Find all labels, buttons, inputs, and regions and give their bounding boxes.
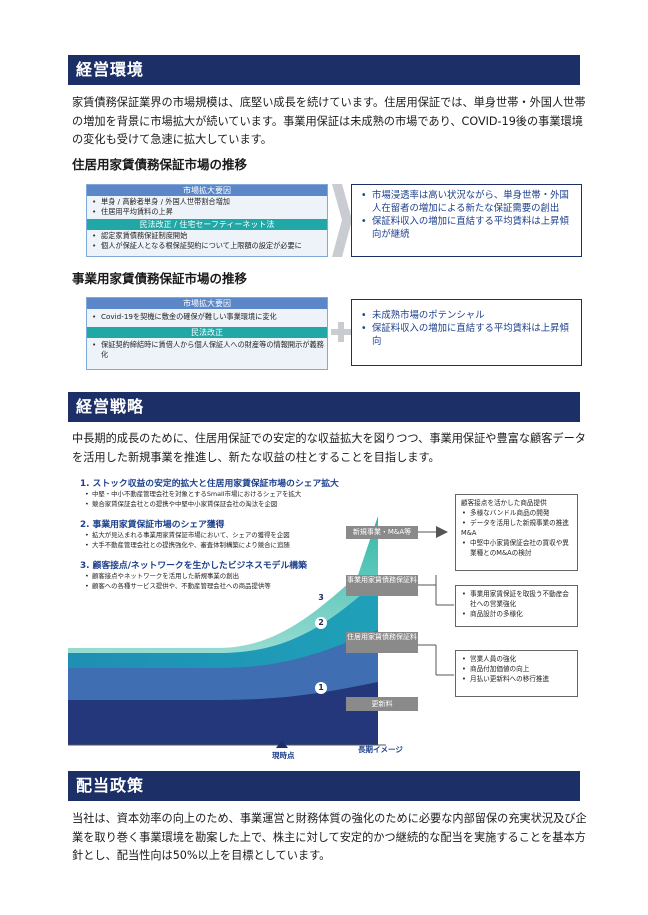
layer-label-new-business: 新規事業・M&A等 [346, 526, 418, 539]
chevron-right-icon [332, 184, 352, 257]
factor-item: 住居用平均賃料の上昇 [87, 207, 327, 217]
factor-item: 単身 / 高齢者単身 / 外国人世帯割合増加 [87, 197, 327, 207]
strategy-area-diagram [68, 516, 386, 748]
residential-heading: 住居用家賃債務保証市場の推移 [72, 157, 248, 172]
section-header-environment: 経営環境 [68, 55, 580, 85]
layer-renewal [68, 682, 378, 745]
law-label: 民法改正 [87, 327, 327, 338]
environment-intro: 家賃債務保証業界の市場規模は、底堅い成長を続けています。住居用保証では、単身世帯… [72, 96, 586, 147]
callout-title: 顧客接点を活かした商品提供 [461, 499, 547, 507]
factor-item: Covid-19を契機に敷金の確保が難しい事業環境に変化 [87, 312, 327, 322]
layer-label-business-text: 事業用家賃債務保証料 [347, 576, 417, 584]
callout-item: 多様なバンドル商品の開発 [461, 508, 572, 518]
section-header-dividend: 配当政策 [68, 771, 580, 801]
strategy-point: 大手不動産管理会社との提携強化や、審査体制構築により競合に追随 [80, 540, 350, 550]
strategy-intro: 中長期的成長のために、住居用保証での安定的な収益拡大を図りつつ、事業用保証や豊富… [72, 432, 586, 464]
layer-label-residential-text: 住居用家賃債務保証料 [347, 633, 417, 641]
result-item: 市場浸透率は高い状況ながら、単身世帯・外国人在留者の増加による新たな保証需要の創… [360, 189, 575, 215]
law-item: 個人が保証人となる根保証契約について上限額の設定が必要に [87, 241, 327, 251]
strategy-point: 拡大が見込まれる事業用家賃保証市場において、シェアの獲得を企図 [80, 530, 350, 540]
residential-factors-box: 市場拡大要因 単身 / 高齢者単身 / 外国人世帯割合増加 住居用平均賃料の上昇… [86, 184, 328, 257]
strategy-point: 顧客への各種サービス提供や、不動産管理会社への商品提供等 [80, 581, 350, 591]
callout-residential: 営業人員の強化 商品付加価値の向上 月払い更新料への移行推進 [455, 650, 578, 697]
residential-result-box: 市場浸透率は高い状況ながら、単身世帯・外国人在留者の増加による新たな保証需要の創… [351, 184, 582, 257]
law-item: 認定家賃債務保証制度開始 [87, 231, 327, 241]
layer-label-business: 事業用家賃債務保証料 [346, 575, 418, 596]
callout-new-business: 顧客接点を活かした商品提供 多様なバンドル商品の開発 データを活用した新規事業の… [455, 494, 578, 571]
step-circle: 3 [315, 592, 327, 604]
dividend-text: 当社は、資本効率の向上のため、事業運営と財務体質の強化のために必要な内部留保の充… [72, 812, 587, 863]
result-item: 保証料収入の増加に直結する平均賃料は上昇傾向が継続 [360, 215, 575, 241]
callout-item: 中堅中小家賃保証会社の買収や異業種とのM&Aの検討 [461, 538, 572, 558]
strategy-point: 中堅・中小不動産管理会社を対象とするSmall市場におけるシェアを拡大 [80, 489, 350, 499]
now-marker-icon [276, 740, 288, 748]
strategy-item-title: 1. ストック収益の安定的拡大と住居用家賃保証市場のシェア拡大 [80, 479, 339, 489]
plus-icon [331, 322, 351, 342]
factors-label: 市場拡大要因 [87, 298, 327, 309]
layer-label-residential: 住居用家賃債務保証料 [346, 632, 418, 653]
callout-item: 商品付加価値の向上 [461, 664, 572, 674]
callout-item: 商品設計の多様化 [461, 609, 572, 619]
step-circle: 1 [315, 682, 327, 694]
callout-item: 事業用家賃保証を取扱う不動産会社への営業強化 [461, 589, 572, 609]
law-label: 民法改正 / 住宅セーフティーネット法 [87, 219, 327, 230]
result-item: 未成熟市場のポテンシャル [360, 309, 575, 322]
strategy-list: 1. ストック収益の安定的拡大と住居用家賃保証市場のシェア拡大 中堅・中小不動産… [80, 476, 350, 591]
section-title: 経営環境 [76, 60, 145, 79]
layer-label-renewal: 更新料 [346, 697, 418, 711]
result-item: 保証料収入の増加に直結する平均賃料は上昇傾向 [360, 322, 575, 348]
callout-connectors [418, 526, 454, 676]
callout-business: 事業用家賃保証を取扱う不動産会社への営業強化 商品設計の多様化 [455, 585, 578, 627]
callout-item: データを活用した新規事業の推進 [461, 518, 572, 528]
law-item: 保証契約締結時に賃借人から個人保証人への財産等の情報開示が義務化 [87, 340, 327, 360]
section-title: 配当政策 [76, 776, 145, 795]
business-factors-box: 市場拡大要因 Covid-19を契機に敷金の確保が難しい事業環境に変化 民法改正… [86, 297, 328, 370]
step-circle: 2 [315, 617, 327, 629]
callout-subtitle: M&A [461, 529, 477, 537]
business-heading: 事業用家賃債務保証市場の推移 [72, 271, 248, 286]
strategy-point: 顧客接点やネットワークを活用した新規事業の創出 [80, 571, 350, 581]
strategy-point: 競合家賃保証会社との提携や中堅中小家賃保証会社の淘汰を企図 [80, 499, 350, 509]
strategy-item-title: 2. 事業用家賃保証市場のシェア獲得 [80, 520, 225, 530]
callout-item: 月払い更新料への移行推進 [461, 674, 572, 684]
callout-item: 営業人員の強化 [461, 654, 572, 664]
section-header-strategy: 経営戦略 [68, 392, 580, 422]
strategy-item-title: 3. 顧客接点/ネットワークを生かしたビジネスモデル構築 [80, 561, 307, 571]
axis-now-label: 現時点 [272, 751, 295, 760]
factors-label: 市場拡大要因 [87, 185, 327, 196]
business-result-box: 未成熟市場のポテンシャル 保証料収入の増加に直結する平均賃料は上昇傾向 [351, 299, 582, 366]
section-title: 経営戦略 [76, 397, 145, 416]
axis-long-label: 長期イメージ [358, 745, 403, 754]
